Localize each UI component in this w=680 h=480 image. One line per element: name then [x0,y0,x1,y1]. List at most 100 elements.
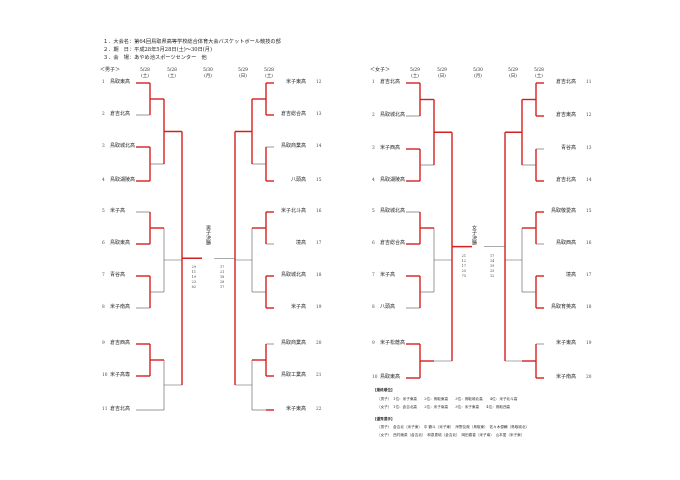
boys-final-score-left: 11 [191,270,196,275]
boys-right-team: 鳥取城北高 [280,272,306,279]
girls-left-seed: 1 [372,79,375,85]
boys-final-score-right: 17 [220,285,225,290]
girls-left-seed: 4 [372,177,375,183]
boys-right-seed: 20 [316,340,322,346]
boys-left-team: 鳥取湖陵高 [110,177,136,184]
boys-left-team: 米子高 [110,208,126,215]
boys-left-team: 鳥取東高 [110,240,131,247]
boys-right-team: 米子東高 [285,79,306,86]
girls-final-score-left: 75 [461,273,466,278]
boys-left-team: 米子高専 [110,372,131,379]
boys-left-seed: 3 [102,143,105,149]
girls-left-team: 鳥取湖陵高 [380,177,406,184]
boys-left-team: 倉吉西高 [110,340,131,347]
boys-final-score-right: 17 [220,265,225,270]
girls-final-score-left: 17 [461,263,466,268]
girls-right-seed: 18 [586,304,592,310]
girls-right-seed: 19 [586,340,592,346]
boys-left-seed: 10 [102,372,108,378]
results-row-boys: 〔男子〕 1位：米子東高 2位：鳥取東高 3位：鳥取城北高 4位：米子北斗高 [377,397,518,401]
boys-left-seed: 2 [102,111,105,117]
boys-left-team: 鳥取東高 [110,79,131,86]
girls-day-2: (月) [474,74,482,79]
girls-right-seed: 11 [586,79,592,85]
girls-left-team: 倉吉総合高 [380,240,406,247]
girls-final-score-right: 19 [490,263,495,268]
header-line-2: ２．期 日：平成28年5月28日(土)～30日(月) [103,47,213,53]
boys-date-2: 5/30 [203,68,213,73]
boys-right-team: 倉吉総合高 [280,111,306,118]
boys-day-3: (日) [239,74,247,79]
boys-right-team: 米子北斗高 [280,208,306,215]
boys-date-1: 5/28 [167,68,177,73]
girls-section-label: ＜女子＞ [370,67,391,73]
girls-final-score-left: 12 [461,258,466,263]
awards-title: 【優秀選手】 [373,417,395,421]
girls-left-team: 倉吉北高 [380,79,401,86]
girls-left-team: 鳥取城北高 [380,112,406,119]
boys-left-team: 青谷高 [110,272,126,279]
boys-left-seed: 8 [102,304,105,310]
girls-final-score-right: 25 [490,268,495,273]
girls-final-score-left: 25 [461,268,466,273]
boys-right-seed: 15 [316,177,322,183]
boys-final-score-left: 23 [191,280,196,285]
boys-left-seed: 7 [102,272,105,278]
boys-left-seed: 5 [102,208,105,214]
boys-day-2: (月) [204,74,212,79]
girls-left-team: 鳥取城北高 [380,208,406,215]
girls-day-0: (土) [411,74,419,79]
boys-left-team: 鳥取城北高 [110,143,136,150]
girls-day-1: (日) [438,74,446,79]
boys-right-team: 鳥取工業高 [280,372,306,379]
boys-left-team: 倉吉北高 [110,406,131,413]
girls-right-seed: 16 [586,240,592,246]
boys-right-seed: 17 [316,240,322,246]
girls-final-score-left: 21 [461,253,466,258]
boys-right-team: 米子東高 [285,406,306,413]
girls-right-team: 鳥取敬愛高 [550,208,576,215]
header-line-1: １．大会名：第64回鳥取県高等学校総合体育大会バスケットボール競技の部 [103,39,281,45]
girls-right-team: 倉吉北高 [555,177,576,184]
boys-section-label: ＜男子＞ [100,67,121,73]
girls-date-3: 5/29 [508,68,518,73]
boys-right-seed: 18 [316,272,322,278]
boys-right-seed: 14 [316,143,322,149]
boys-right-team: 鳥取商業高 [280,143,306,150]
girls-right-seed: 13 [586,145,592,151]
girls-right-team: 倉吉北高 [555,79,576,86]
boys-left-seed: 11 [102,406,108,412]
boys-day-4: (土) [265,74,273,79]
boys-right-seed: 22 [316,406,322,412]
boys-right-team: 境高 [295,240,306,247]
boys-final-score-right: 18 [220,275,225,280]
girls-date-0: 5/29 [410,68,420,73]
girls-left-team: 八頭高 [380,304,396,311]
girls-right-team: 境高 [565,272,576,279]
boys-date-3: 5/29 [238,68,248,73]
girls-final-label: 女子決勝 [471,225,477,245]
boys-day-0: (土) [141,74,149,79]
results-title: 【最終順位】 [373,388,395,392]
boys-final-score-right: 21 [220,270,225,275]
girls-right-seed: 17 [586,272,592,278]
boys-left-seed: 1 [102,79,105,85]
boys-day-1: (土) [168,74,176,79]
girls-right-team: 倉吉東高 [555,112,576,119]
girls-left-seed: 9 [372,340,375,346]
girls-right-team: 青谷高 [560,145,576,152]
results-row-girls: 〔女子〕 1位：倉吉北高 2位：米子南高 3位：米子東高 4位：鳥取西高 [377,405,511,409]
girls-right-team: 鳥取西高 [555,240,576,247]
boys-right-team: 鳥取商業高 [280,340,306,347]
girls-right-seed: 14 [586,177,592,183]
boys-right-seed: 16 [316,208,322,214]
girls-day-3: (日) [509,74,517,79]
boys-left-seed: 9 [102,340,105,346]
boys-left-team: 米子南高 [110,304,131,311]
girls-final-score-right: 12 [490,273,495,278]
girls-right-seed: 12 [586,112,592,118]
boys-right-seed: 13 [316,111,322,117]
girls-left-seed: 10 [372,374,378,380]
girls-date-4: 5/28 [534,68,544,73]
